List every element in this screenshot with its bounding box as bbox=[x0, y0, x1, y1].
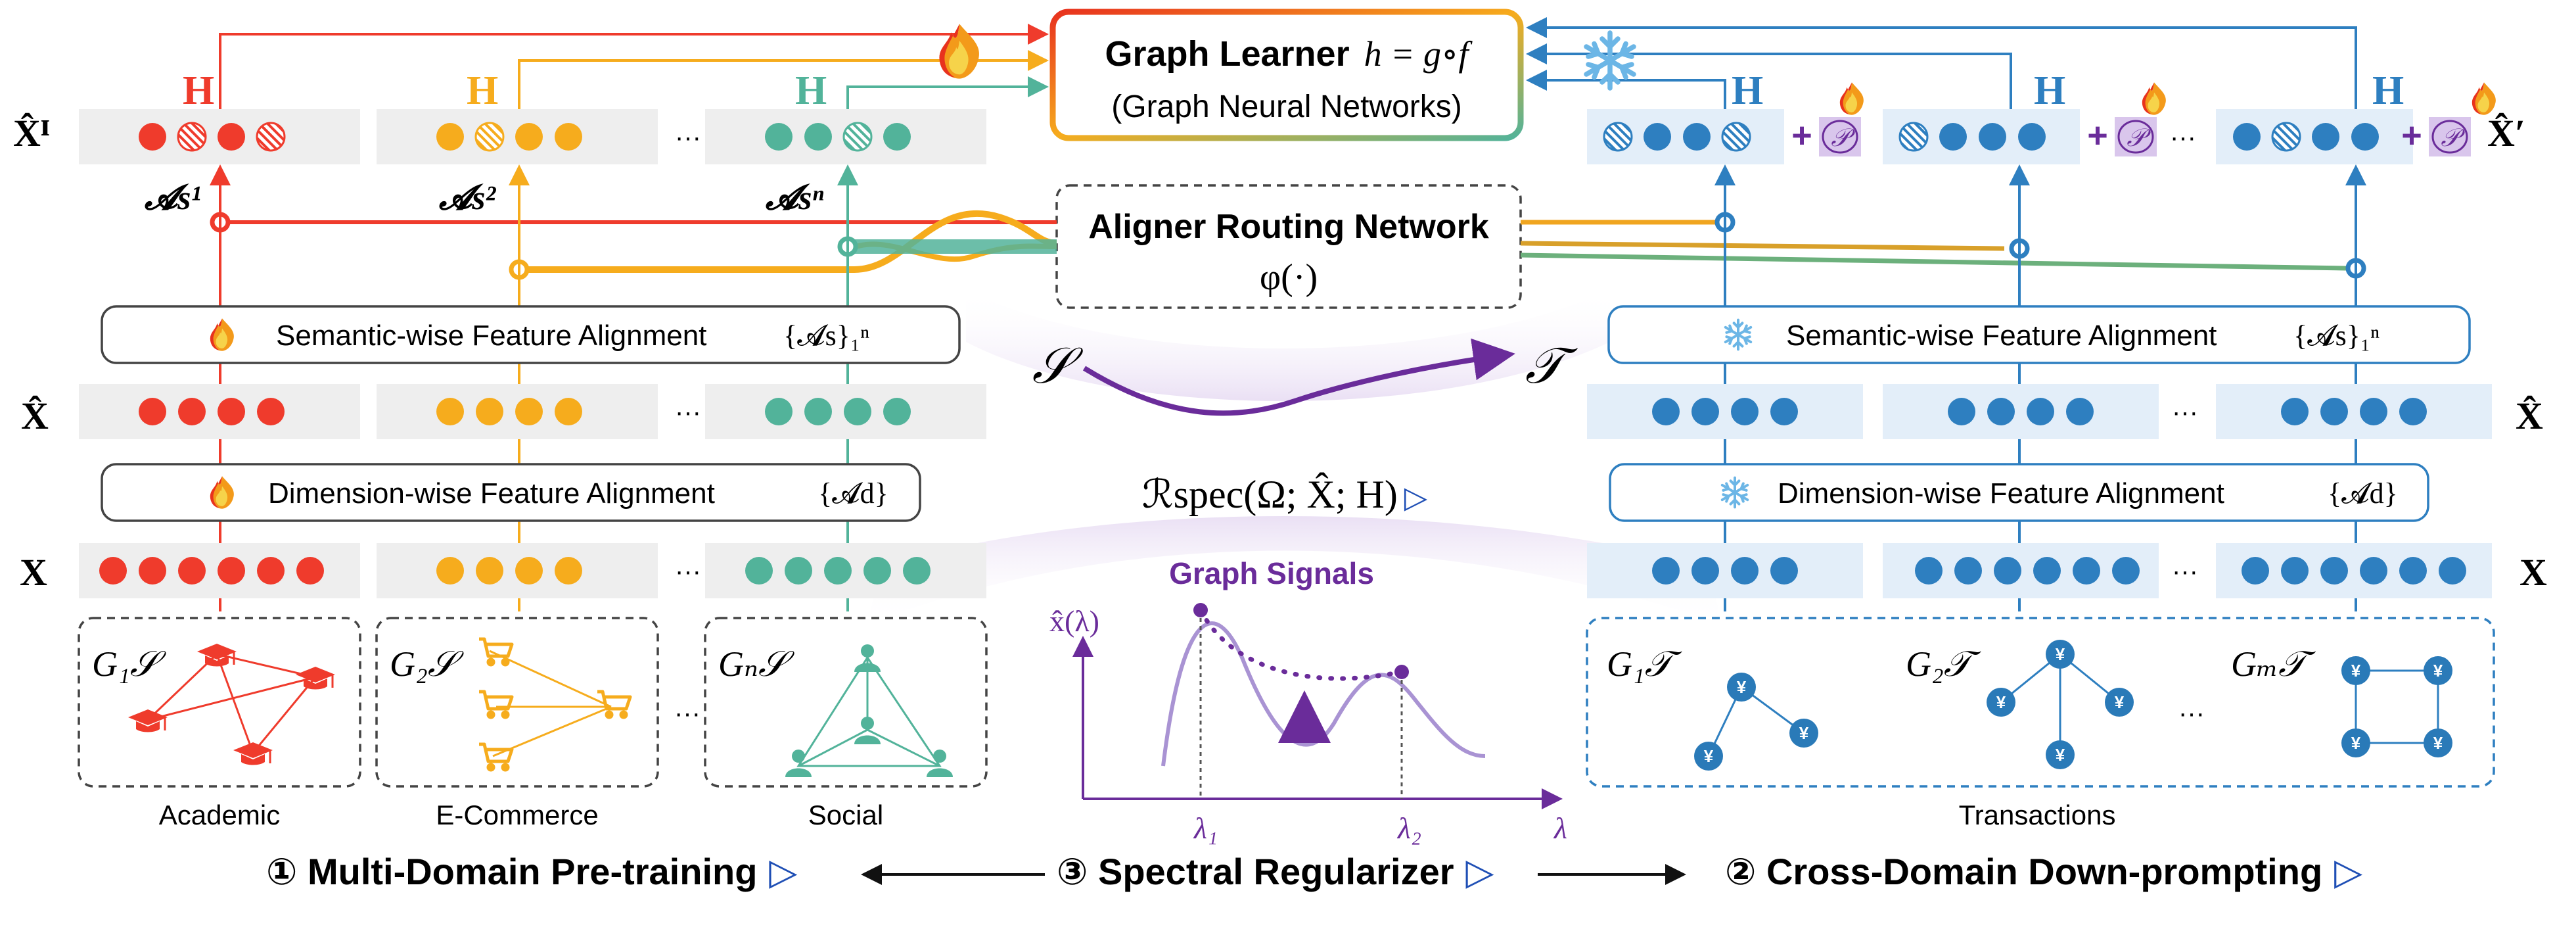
target-dimension-formula: {𝓐d} bbox=[2328, 477, 2398, 510]
lower-fan bbox=[867, 516, 1722, 625]
lambda-1-label: λ₁ bbox=[1193, 811, 1218, 845]
router-box: Aligner Routing Network φ(·) bbox=[1055, 184, 1522, 309]
source-semantic-label: Semantic-wise Feature Alignment bbox=[276, 320, 706, 352]
source-graph-ecommerce: G₂𝒮 bbox=[375, 617, 659, 788]
target-semantic-alignment-box: Semantic-wise Feature Alignment {𝓐s}₁ⁿ bbox=[1607, 305, 2471, 364]
target-prompted-ellipsis: ··· bbox=[2170, 123, 2196, 152]
graph-signals-plot: Graph Signals x̂(λ) λ₁ λ₂ λ bbox=[1049, 556, 1567, 845]
aligned-target-label: X̂ bbox=[2516, 394, 2543, 437]
aligner-label-2: 𝓐s² bbox=[438, 179, 496, 217]
fire-icon bbox=[2472, 82, 2496, 115]
yuan-coin-icon bbox=[2341, 728, 2370, 757]
yuan-coin-icon bbox=[1987, 688, 2015, 717]
lambda-axis-label: λ bbox=[1553, 811, 1567, 845]
prompted-source-label: X̂ᴵ bbox=[13, 112, 50, 155]
bottom-steps: ① Multi-Domain Pre-training▷ ③ Spectral … bbox=[266, 851, 2362, 892]
source-dimension-formula: {𝓐d} bbox=[818, 477, 888, 510]
yuan-coin-icon bbox=[1694, 742, 1723, 771]
source-prompted-ellipsis: ··· bbox=[675, 123, 701, 152]
source-graph-social: Gₙ𝒮 bbox=[704, 617, 988, 788]
spec-formula: ℛspec(Ω; X̂; H)▷ bbox=[1142, 473, 1428, 516]
source-routing-lines bbox=[210, 210, 1057, 280]
source-aligned-ellipsis: ··· bbox=[675, 398, 701, 427]
yuan-coin-icon bbox=[2341, 656, 2370, 685]
s-to-t-arrow bbox=[1082, 338, 1515, 416]
fire-icon bbox=[939, 24, 980, 79]
source-graph-academic: G₁𝒮 bbox=[78, 617, 361, 788]
domain-transactions: Transactions bbox=[1959, 800, 2116, 830]
target-dimension-alignment-box: Dimension-wise Feature Alignment {𝓐d} bbox=[1609, 463, 2429, 522]
h-label-target-2: H bbox=[2034, 68, 2065, 113]
lambda-2-label: λ₂ bbox=[1396, 811, 1421, 845]
signals-y-axis: x̂(λ) bbox=[1049, 604, 1099, 638]
target-graph-ellipsis: ··· bbox=[2178, 699, 2205, 728]
target-aligned-row: ··· bbox=[1587, 384, 2492, 439]
target-raw-ellipsis: ··· bbox=[2172, 557, 2198, 586]
domain-social: Social bbox=[808, 800, 883, 830]
raw-target-label: X bbox=[2519, 551, 2547, 594]
graph-label-ecommerce: G₂𝒮 bbox=[390, 644, 465, 684]
graph-label-target-2: G₂𝒯 bbox=[1906, 644, 1981, 684]
target-dimension-label: Dimension-wise Feature Alignment bbox=[1778, 477, 2224, 510]
yuan-coin-icon bbox=[2424, 656, 2452, 685]
h-label-ecommerce: H bbox=[467, 68, 498, 113]
h-label-target-m: H bbox=[2372, 68, 2404, 113]
router-title: Aligner Routing Network bbox=[1088, 208, 1489, 246]
router-formula: φ(·) bbox=[1260, 257, 1318, 298]
fire-icon bbox=[2142, 82, 2166, 115]
svg-text:+: + bbox=[1791, 116, 1812, 155]
source-raw-row: ··· bbox=[79, 543, 986, 598]
h-label-social: H bbox=[795, 68, 827, 113]
svg-text:+: + bbox=[2401, 116, 2422, 155]
graph-learner-subtitle: (Graph Neural Networks) bbox=[1111, 89, 1461, 124]
yuan-coin-icon bbox=[1789, 719, 1818, 748]
yuan-coin-icon bbox=[2105, 688, 2134, 717]
source-semantic-alignment-box: Semantic-wise Feature Alignment {𝓐s}₁ⁿ bbox=[101, 305, 961, 364]
target-prompted-row: + 𝒫 + 𝒫 ··· + 𝒫 bbox=[1587, 109, 2471, 164]
source-semantic-formula: {𝓐s}₁ⁿ bbox=[783, 320, 869, 352]
target-raw-row: ··· bbox=[1587, 543, 2492, 598]
domain-ecommerce: E-Commerce bbox=[436, 800, 598, 830]
h-label-academic: H bbox=[183, 68, 214, 113]
aligner-label-1: 𝓐s¹ bbox=[144, 179, 201, 217]
h-label-target-1: H bbox=[1732, 68, 1763, 113]
yuan-coin-icon bbox=[2046, 740, 2075, 769]
aligner-label-n: 𝓐sⁿ bbox=[765, 179, 824, 217]
graph-label-academic: G₁𝒮 bbox=[92, 644, 167, 684]
step-1-label: ① Multi-Domain Pre-training▷ bbox=[266, 851, 798, 892]
upper-fan bbox=[966, 289, 1610, 401]
source-graph-ellipsis: ··· bbox=[674, 699, 701, 728]
source-dimension-alignment-box: Dimension-wise Feature Alignment {𝓐d} bbox=[101, 463, 921, 522]
source-aligned-row: ··· bbox=[79, 384, 986, 439]
target-semantic-label: Semantic-wise Feature Alignment bbox=[1786, 320, 2217, 352]
graph-label-social: Gₙ𝒮 bbox=[718, 644, 795, 684]
source-dimension-label: Dimension-wise Feature Alignment bbox=[268, 477, 715, 510]
target-graph-box: G₁𝒯 G₂𝒯 Gₘ𝒯 ··· bbox=[1586, 617, 2495, 788]
graph-label-target-1: G₁𝒯 bbox=[1607, 644, 1682, 684]
step-2-label: ② Cross-Domain Down-prompting▷ bbox=[1725, 851, 2362, 892]
signals-title: Graph Signals bbox=[1169, 556, 1374, 590]
source-prompted-row: ··· bbox=[79, 109, 986, 164]
graph-label-target-m: Gₘ𝒯 bbox=[2231, 644, 2316, 684]
source-raw-ellipsis: ··· bbox=[675, 557, 701, 586]
yuan-coin-icon bbox=[1727, 673, 1756, 702]
target-routing-lines bbox=[1520, 212, 2366, 279]
svg-text:+: + bbox=[2087, 116, 2108, 155]
yuan-coin-icon bbox=[2424, 728, 2452, 757]
raw-source-label: X bbox=[20, 551, 47, 594]
target-aligned-ellipsis: ··· bbox=[2172, 398, 2198, 427]
target-semantic-formula: {𝓐s}₁ⁿ bbox=[2293, 320, 2380, 352]
yuan-coin-icon bbox=[2046, 640, 2075, 669]
aligned-source-label: X̂ bbox=[21, 394, 49, 437]
fire-icon bbox=[1839, 82, 1864, 115]
domain-academic: Academic bbox=[159, 800, 280, 830]
prompted-target-label: X̂′ bbox=[2487, 112, 2525, 155]
step-3-label: ③ Spectral Regularizer▷ bbox=[1057, 851, 1494, 892]
